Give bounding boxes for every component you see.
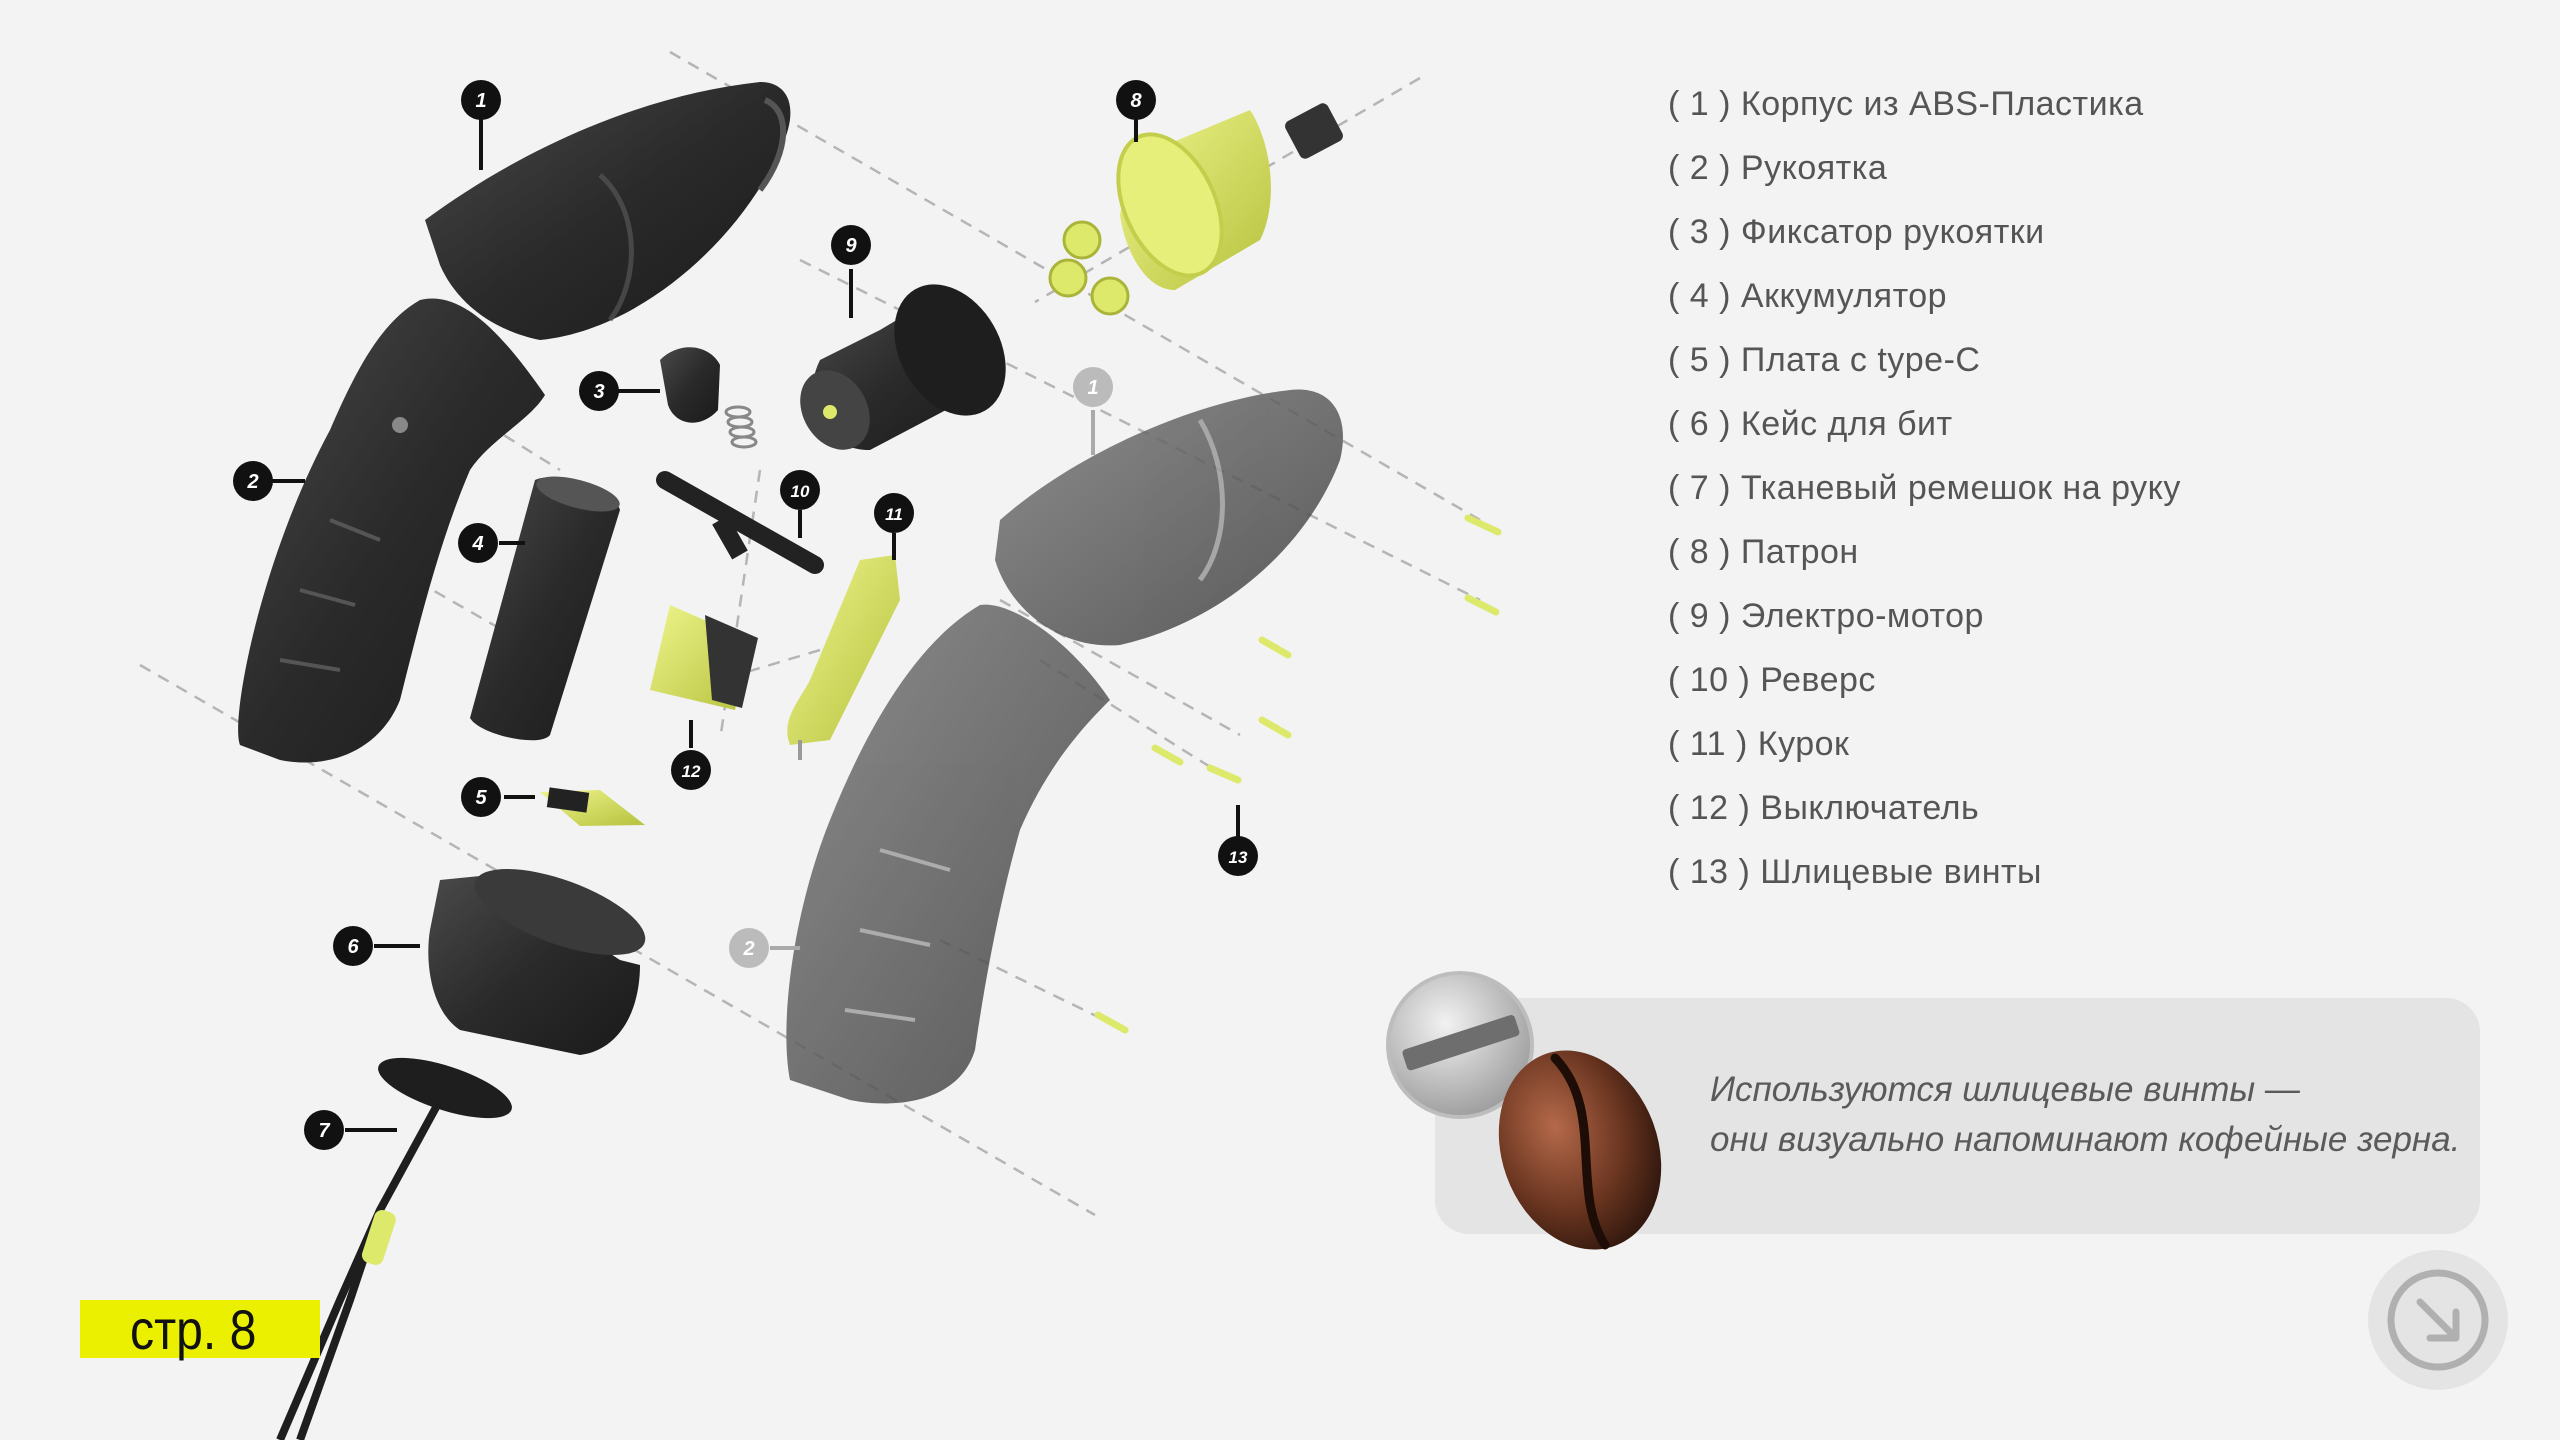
- arrow-down-right-circle-icon: [2387, 1269, 2489, 1371]
- legend-item: ( 2 ) Рукоятка: [1668, 149, 1888, 187]
- callout-5: 5: [475, 787, 487, 809]
- legend-item: ( 5 ) Плата с type-C: [1668, 341, 1981, 379]
- note-text: Используются шлицевые винты — они визуал…: [1710, 1065, 2460, 1165]
- part-switch: [650, 605, 758, 710]
- ghost-handle: [786, 604, 1110, 1104]
- legend-item: ( 7 ) Тканевый ремешок на руку: [1668, 469, 2181, 507]
- part-screws: [1094, 514, 1502, 1034]
- part-motor: [800, 284, 1006, 450]
- legend-item: ( 13 ) Шлицевые винты: [1668, 853, 2042, 891]
- legend-item: ( 9 ) Электро-мотор: [1668, 597, 1984, 635]
- callout-8: 8: [1130, 90, 1142, 112]
- callout-4: 4: [471, 533, 483, 555]
- coffee-bean-screw-illustration: [1386, 971, 1662, 1250]
- parts-legend: ( 1 ) Корпус из ABS-Пластика ( 2 ) Рукоя…: [1668, 72, 2181, 904]
- part-handle-lock: [660, 347, 758, 449]
- callout-1: 1: [475, 90, 486, 112]
- callout-ghost-2: 2: [742, 938, 754, 960]
- part-bit-case: [428, 868, 646, 1055]
- callout-13: 13: [1229, 848, 1248, 867]
- legend-item: ( 1 ) Корпус из ABS-Пластика: [1668, 85, 2144, 123]
- callout-9: 9: [845, 235, 857, 257]
- legend-item: ( 12 ) Выключатель: [1668, 789, 1980, 827]
- legend-item: ( 11 ) Курок: [1668, 725, 1850, 763]
- part-handle: [238, 298, 545, 763]
- note-line-1: Используются шлицевые винты —: [1710, 1070, 2300, 1109]
- callout-12: 12: [682, 762, 701, 781]
- callout-10: 10: [791, 482, 810, 501]
- callout-ghost-1: 1: [1087, 377, 1098, 399]
- legend-item: ( 4 ) Аккумулятор: [1668, 277, 1948, 315]
- part-battery: [470, 476, 620, 741]
- legend-item: ( 6 ) Кейс для бит: [1668, 405, 1953, 443]
- page-number-tag: стр. 8: [80, 1298, 320, 1361]
- callout-2: 2: [246, 471, 258, 493]
- ghost-housing: [995, 389, 1343, 646]
- part-wrist-strap: [276, 1057, 512, 1440]
- part-reverse: [656, 471, 824, 574]
- callouts: 1 2 3 4 5 6 7 8 9 10 11 12 13 1 2: [233, 80, 1258, 1150]
- callout-3: 3: [593, 381, 604, 403]
- callout-6: 6: [347, 936, 359, 958]
- callout-11: 11: [885, 505, 903, 524]
- legend-item: ( 8 ) Патрон: [1668, 533, 1859, 571]
- next-page-button[interactable]: [2368, 1250, 2508, 1390]
- part-chuck: [1048, 103, 1343, 316]
- part-trigger: [787, 555, 900, 760]
- note-line-2: они визуально напоминают кофейные зерна.: [1710, 1120, 2461, 1159]
- page-number-label: стр. 8: [130, 1298, 257, 1361]
- legend-item: ( 3 ) Фиксатор рукоятки: [1668, 213, 2045, 251]
- callout-7: 7: [318, 1120, 330, 1142]
- part-board: [540, 787, 645, 826]
- legend-item: ( 10 ) Реверс: [1668, 661, 1876, 699]
- part-housing: [425, 82, 791, 340]
